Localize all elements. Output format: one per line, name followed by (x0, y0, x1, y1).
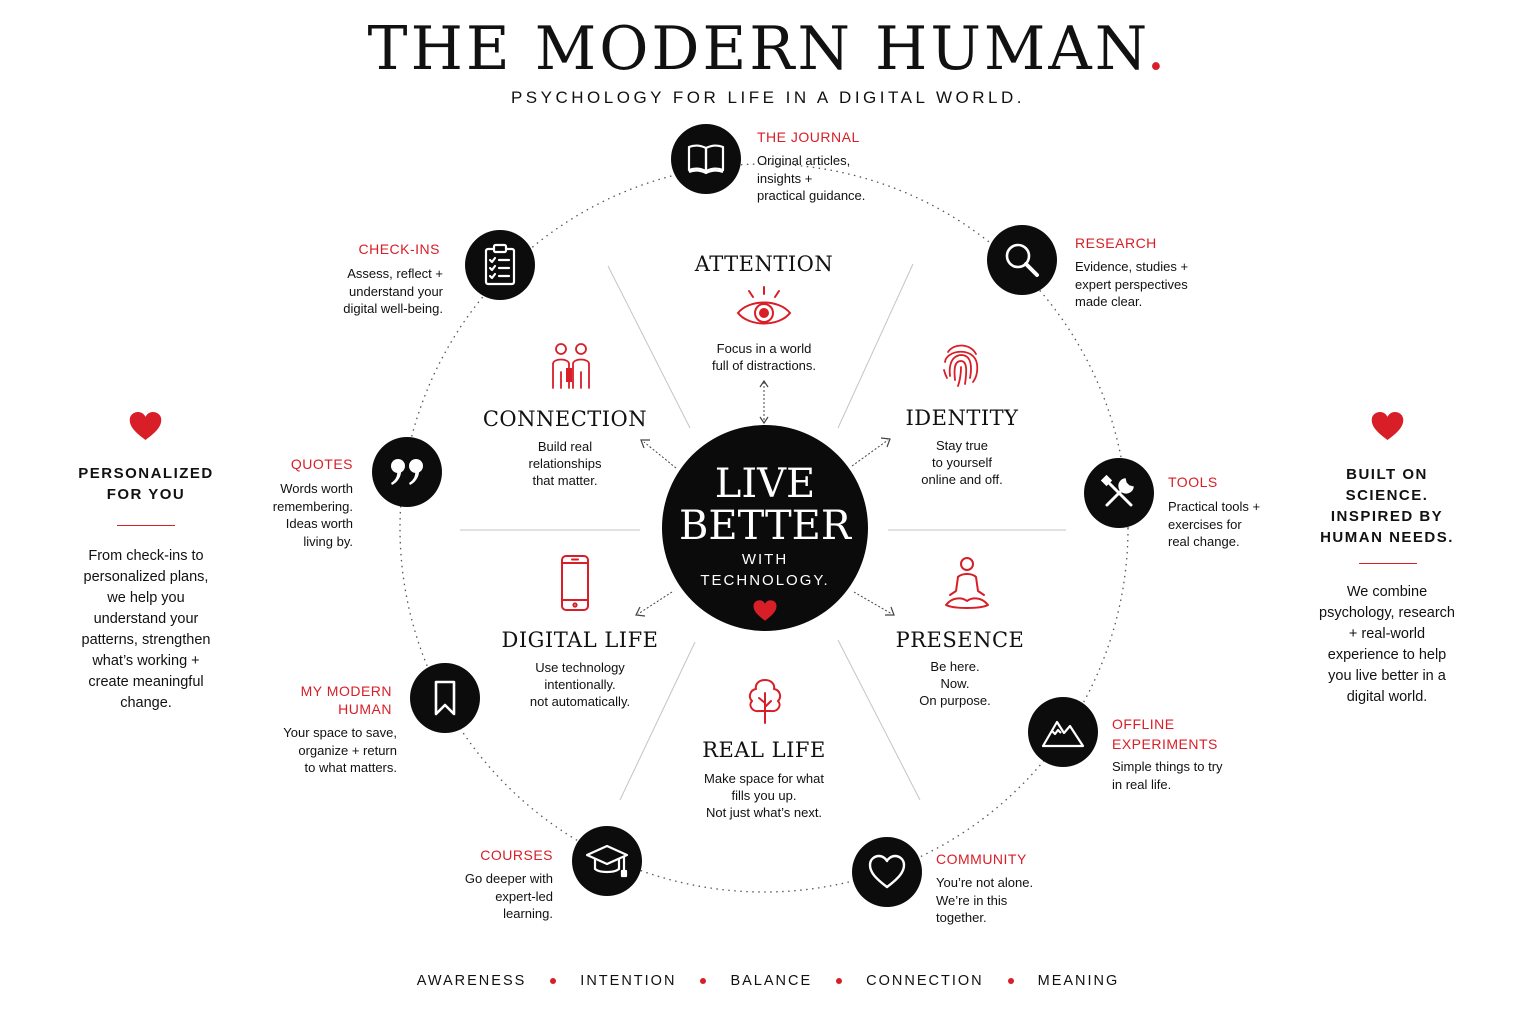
node-research[interactable] (987, 225, 1057, 295)
footer-values: AWARENESS INTENTION BALANCE CONNECTION M… (0, 973, 1536, 989)
node-quotes[interactable] (372, 437, 442, 507)
segment-digitallife-title: DIGITAL LIFE (501, 628, 659, 652)
title-dot: . (1146, 14, 1169, 84)
heart-icon (129, 412, 162, 440)
mountains-icon (1041, 720, 1085, 748)
segment-dividers (460, 263, 1066, 801)
tree-icon (748, 679, 782, 724)
right-panel-divider (1359, 563, 1417, 564)
segment-presence-desc: Be here.Now.On purpose. (919, 659, 991, 708)
footer-item: MEANING (1037, 973, 1120, 989)
quotes-label[interactable]: QUOTES (290, 456, 353, 472)
journal-desc: Original articles,insights +practical gu… (757, 153, 866, 203)
node-tools[interactable] (1084, 458, 1154, 528)
graduation-cap-icon (585, 844, 629, 878)
heart-icon (1371, 412, 1404, 440)
page-title: THE MODERN HUMAN. (367, 14, 1169, 84)
node-offline-experiments[interactable] (1028, 697, 1098, 767)
segment-reallife-title: REAL LIFE (702, 738, 826, 762)
segment-attention-title: ATTENTION (694, 252, 834, 276)
segment-presence-title: PRESENCE (895, 628, 1025, 652)
research-label[interactable]: RESEARCH (1075, 235, 1157, 251)
node-community[interactable] (852, 837, 922, 907)
bookmark-icon (434, 680, 456, 716)
footer-separator-dot (700, 978, 707, 984)
journal-label[interactable]: THE JOURNAL (757, 129, 860, 145)
book-icon (687, 144, 725, 175)
heart-icon (753, 600, 777, 621)
node-my-modern-human[interactable] (410, 663, 480, 733)
phone-icon (561, 555, 589, 611)
quote-icon (391, 459, 423, 485)
left-panel-divider (117, 525, 175, 526)
footer-separator-dot (836, 978, 843, 984)
footer-item: INTENTION (580, 973, 677, 989)
clipboard-icon (484, 243, 516, 286)
people-icon (552, 343, 590, 389)
meditation-icon (945, 557, 989, 609)
tools-label[interactable]: TOOLS (1168, 474, 1218, 490)
footer-separator-dot (1007, 978, 1014, 984)
center-arrows (637, 382, 893, 615)
footer-separator-dot (550, 978, 557, 984)
footer-item: AWARENESS (416, 973, 527, 989)
page-subtitle: PSYCHOLOGY FOR LIFE IN A DIGITAL WORLD. (510, 88, 1026, 107)
footer-item: CONNECTION (866, 973, 984, 989)
community-label[interactable]: COMMUNITY (936, 851, 1027, 867)
segment-identity-title: IDENTITY (905, 406, 1019, 430)
checkins-label[interactable]: CHECK-INS (358, 241, 440, 257)
magnifier-icon (1005, 243, 1039, 277)
courses-label[interactable]: COURSES (480, 847, 553, 863)
fingerprint-icon (943, 344, 979, 387)
segment-connection-title: CONNECTION (482, 407, 648, 431)
tools-icon (1100, 474, 1134, 507)
arrow-heads (635, 379, 895, 617)
dotted-orbit (399, 163, 1129, 893)
node-courses[interactable] (572, 826, 642, 896)
footer-item: BALANCE (730, 973, 813, 989)
node-journal[interactable] (671, 124, 741, 194)
eye-icon (736, 286, 792, 325)
node-check-ins[interactable] (465, 230, 535, 300)
heart-outline-icon (868, 854, 906, 889)
